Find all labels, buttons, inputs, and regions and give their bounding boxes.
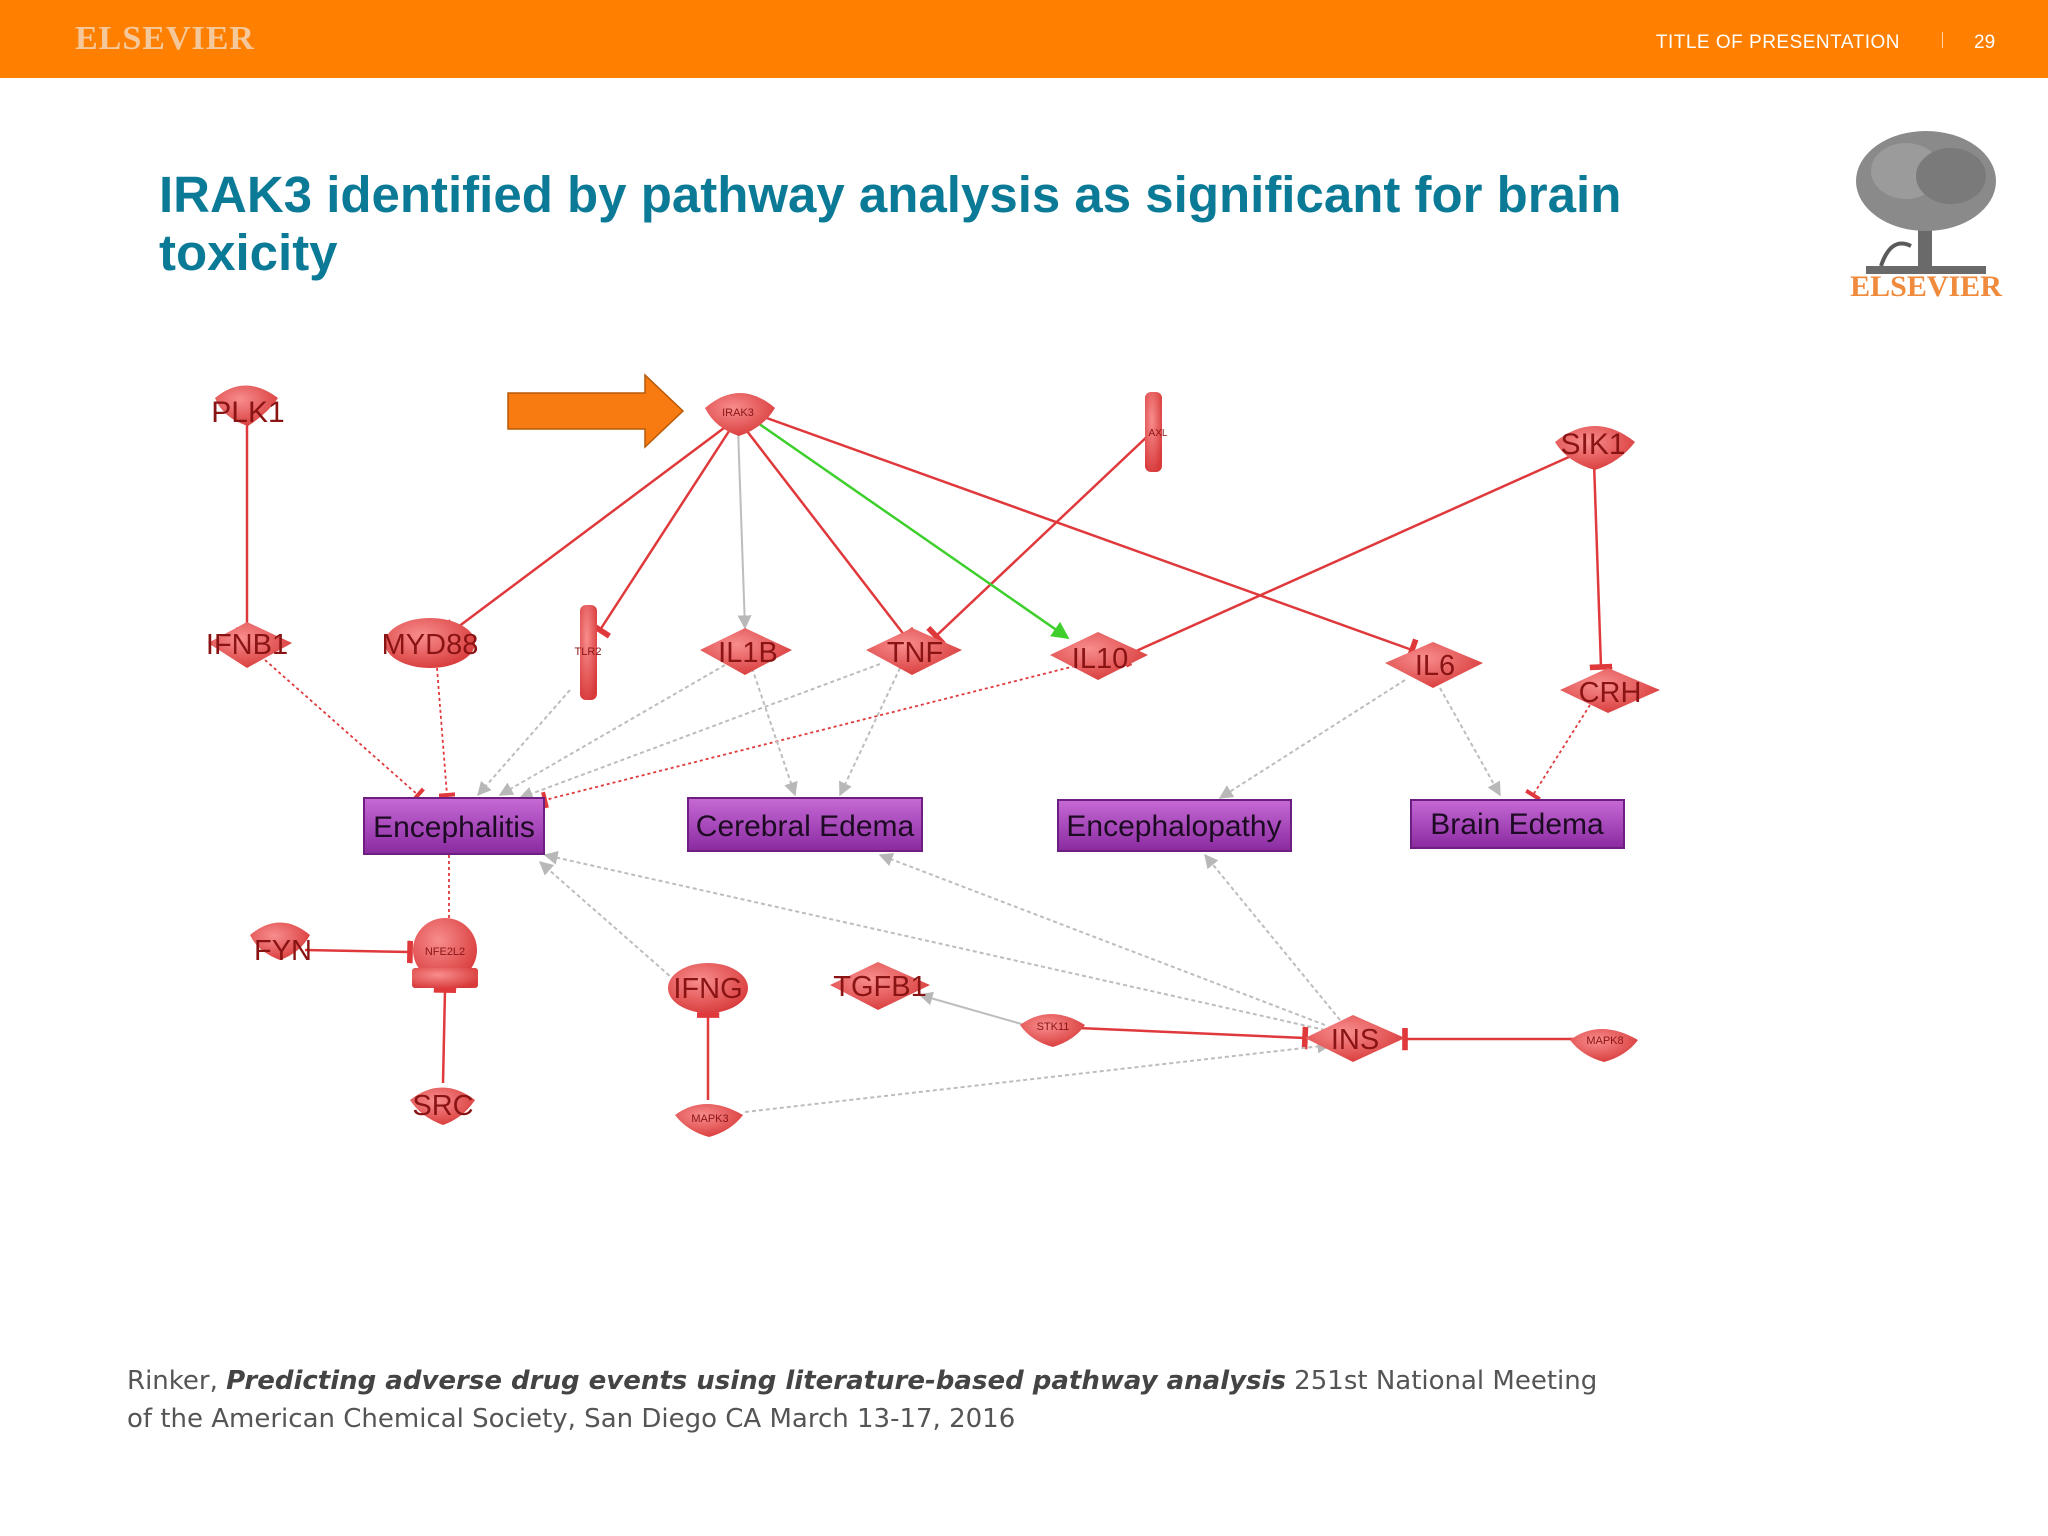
node-tnf-label: TNF — [887, 637, 943, 669]
node-axl-shape — [1145, 392, 1162, 472]
edge-mapk3-ins — [744, 1039, 1332, 1113]
slide-title: IRAK3 identified by pathway analysis as … — [159, 166, 1622, 281]
inhibition-edges — [235, 410, 1613, 1100]
page-number: 29 — [1974, 32, 1996, 53]
edge-il10-encephalitis — [541, 665, 1076, 809]
gene-nodes — [208, 385, 1660, 1137]
edge-irak3-il1b — [737, 427, 752, 630]
disease-encephalitis-box — [363, 797, 545, 855]
node-ifng-shape — [668, 963, 748, 1013]
edge-crh-brainedema — [1525, 704, 1591, 802]
node-myd88-label: MYD88 — [382, 629, 479, 661]
node-ifnb1-label: IFNB1 — [206, 629, 288, 661]
disease-brain-edema-label: Brain Edema — [1430, 808, 1604, 841]
node-crh-label: CRH — [1579, 677, 1642, 709]
edge-ifnb1-encephalitis — [264, 659, 425, 803]
edge-irak3-il6 — [749, 410, 1419, 662]
node-ins-label: INS — [1331, 1024, 1379, 1056]
node-tgfb1-shape — [830, 962, 930, 1010]
node-tlr2-shape — [580, 605, 597, 700]
edge-ins-encephalopathy — [1204, 853, 1341, 1021]
node-plk1-label: PLK1 — [211, 396, 284, 429]
elsevier-tree-logo — [1856, 131, 1996, 274]
disease-encephalopathy-box — [1057, 799, 1292, 852]
disease-cerebral-edema-label: Cerebral Edema — [696, 810, 915, 843]
node-myd88-shape — [385, 618, 475, 668]
edge-src-nfe2l2 — [433, 986, 457, 1084]
node-nfe2l2-base — [412, 968, 478, 988]
node-il1b-shape — [700, 628, 792, 675]
node-ifnb1-shape — [208, 622, 292, 668]
node-plk1-shape — [215, 385, 278, 426]
edge-tnf-cerebraledema — [839, 667, 901, 797]
edge-irak3-myd88 — [445, 423, 729, 641]
regulation-edges — [477, 427, 1501, 1113]
node-src-label: SRC — [412, 1090, 473, 1122]
node-nfe2l2-label: NFE2L2 — [425, 946, 465, 958]
node-mapk8-shape — [1570, 1029, 1638, 1062]
highlight-arrow — [507, 373, 685, 449]
node-ifng-label: IFNG — [673, 973, 742, 1005]
edge-irak3-il10 — [741, 410, 1070, 640]
citation-work: Predicting adverse drug events using lit… — [226, 1366, 1286, 1396]
edge-tnf-encephalitis — [518, 663, 881, 801]
edge-tlr2-encephalitis — [477, 689, 571, 797]
edge-sik1-crh — [1589, 461, 1613, 671]
logo-wordmark: ELSEVIER — [1850, 270, 2002, 303]
edge-ifng-encephalitis — [538, 861, 681, 986]
edge-il6-encephalopathy — [1218, 679, 1406, 799]
node-il6-shape — [1385, 642, 1483, 688]
edge-irak3-tlr2 — [589, 424, 735, 639]
disease-encephalopathy-label: Encephalopathy — [1066, 810, 1281, 843]
citation: Rinker, Predicting adverse drug events u… — [127, 1362, 1627, 1438]
edge-fyn-nfe2l2 — [304, 940, 414, 964]
node-tlr2-label: TLR2 — [575, 646, 602, 658]
edge-ins-cerebraledema — [878, 852, 1326, 1026]
header-bar: ELSEVIER TITLE OF PRESENTATION 29 — [0, 0, 2048, 78]
edge-ins-encephalitis — [543, 850, 1326, 1031]
node-stk11-label: STK11 — [1037, 1021, 1070, 1033]
brand-logo: ELSEVIER — [75, 20, 255, 57]
edge-il1b-cerebraledema — [751, 667, 798, 797]
node-il10-shape — [1050, 632, 1148, 680]
edge-il6-brainedema — [1439, 687, 1501, 797]
edge-axl-tnf — [926, 431, 1153, 647]
node-il10-label: IL10 — [1072, 643, 1128, 675]
node-ins-shape — [1305, 1015, 1405, 1062]
node-il6-label: IL6 — [1415, 650, 1455, 682]
node-src-shape — [410, 1087, 475, 1125]
node-fyn-label: FYN — [254, 935, 312, 967]
node-irak3-shape — [705, 393, 775, 436]
disease-nodes — [363, 797, 1625, 855]
edge-stk11-tgfb1 — [918, 991, 1026, 1026]
disease-cerebral-edema-box — [687, 797, 923, 852]
citation-venue: 251st National Meeting of the American C… — [127, 1366, 1598, 1434]
edge-myd88-encephalitis — [436, 667, 456, 798]
citation-author: Rinker, — [127, 1366, 227, 1396]
node-mapk3-shape — [675, 1104, 743, 1137]
node-mapk8-label: MAPK8 — [1586, 1035, 1623, 1047]
edge-il1b-encephalitis — [498, 664, 726, 796]
node-nfe2l2-shape — [413, 918, 477, 982]
edge-stk11-ins — [1054, 1025, 1309, 1050]
node-stk11-shape — [1020, 1014, 1085, 1047]
edge-irak3-tnf — [739, 421, 916, 646]
node-mapk3-label: MAPK3 — [691, 1113, 728, 1125]
node-sik1-shape — [1555, 426, 1635, 470]
disease-encephalitis-label: Encephalitis — [373, 811, 535, 844]
node-sik1-label: SIK1 — [1560, 428, 1625, 461]
dotted-inhibit-edges — [264, 659, 1591, 925]
presentation-title: TITLE OF PRESENTATION — [1655, 32, 1900, 53]
edge-sik1-il10 — [1117, 450, 1581, 668]
node-tnf-shape — [866, 628, 962, 675]
node-axl-label: AXL — [1149, 428, 1168, 439]
node-il1b-label: IL1B — [718, 637, 778, 669]
node-tgfb1-label: TGFB1 — [833, 971, 926, 1003]
node-irak3-label: IRAK3 — [722, 407, 754, 419]
node-fyn-shape — [250, 922, 310, 960]
header-divider — [1942, 32, 1943, 48]
disease-brain-edema-box — [1410, 799, 1625, 849]
node-crh-shape — [1560, 668, 1660, 713]
